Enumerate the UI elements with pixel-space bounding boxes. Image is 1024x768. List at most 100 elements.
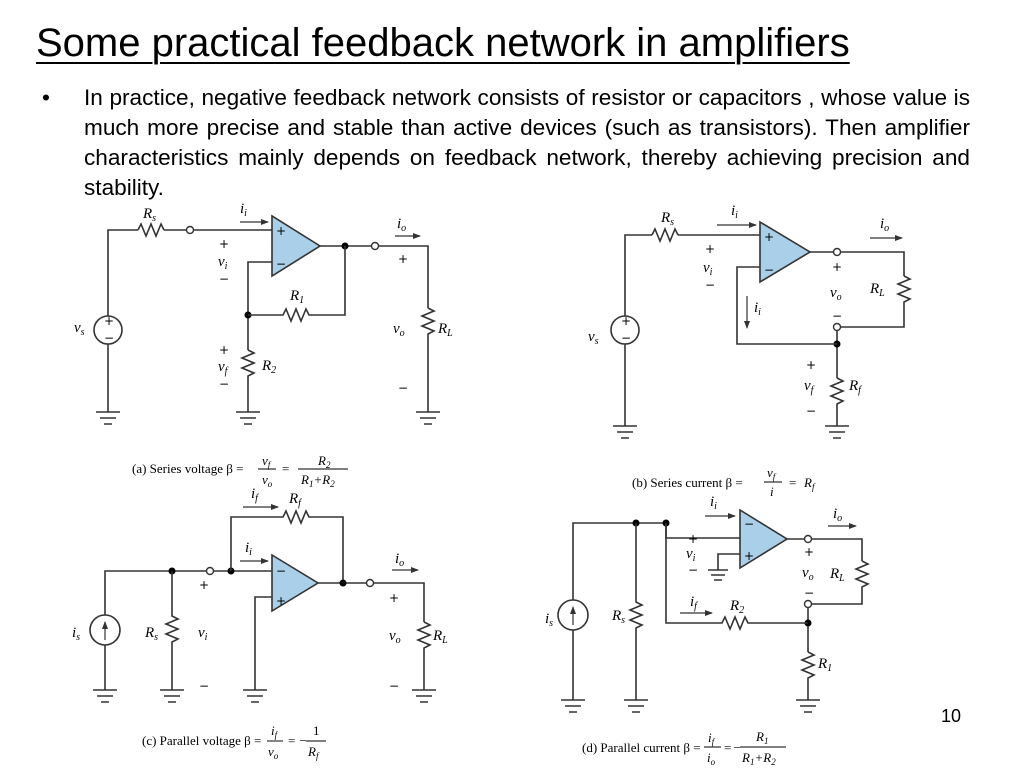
svg-text:−: − — [389, 679, 399, 693]
svg-text:if: if — [690, 594, 698, 612]
svg-text:vo: vo — [393, 321, 405, 339]
caption-b: (b) Series current β = — [632, 475, 743, 490]
svg-text:Rs: Rs — [144, 625, 158, 643]
svg-text:vs: vs — [74, 320, 85, 338]
svg-text:Rf: Rf — [848, 378, 862, 396]
svg-text:+: + — [276, 224, 286, 238]
svg-text:ii: ii — [710, 494, 717, 512]
svg-text:Rf: Rf — [803, 475, 816, 492]
svg-text:vo: vo — [262, 472, 273, 489]
svg-text:−: − — [276, 257, 286, 271]
svg-text:+: + — [806, 358, 816, 372]
svg-text:RL: RL — [869, 281, 885, 299]
svg-text:−: − — [219, 377, 229, 391]
voltage-source-vs — [93, 315, 123, 345]
svg-text:i: i — [770, 484, 774, 499]
op-amp-d — [739, 508, 789, 570]
svg-text:R1+R2: R1+R2 — [741, 750, 776, 767]
svg-text:+: + — [688, 532, 698, 546]
caption-c: (c) Parallel voltage β = — [142, 733, 261, 748]
svg-text:if: if — [708, 730, 716, 747]
svg-text:+: + — [219, 237, 229, 251]
svg-text:Rf: Rf — [288, 491, 302, 509]
svg-text:vi: vi — [686, 546, 696, 564]
circuit-d-parallel-current: − + ii io + vi − + vo − RL if R2 is Rs R… — [545, 494, 871, 767]
svg-text:ii: ii — [245, 540, 252, 558]
svg-text:=: = — [789, 475, 796, 490]
svg-text:1: 1 — [313, 723, 320, 738]
svg-text:−: − — [688, 563, 698, 577]
svg-text:R2: R2 — [729, 598, 744, 616]
svg-text:ii: ii — [731, 203, 738, 221]
page-number: 10 — [941, 706, 962, 726]
svg-text:is: is — [72, 625, 80, 643]
svg-text:+: + — [804, 545, 814, 559]
svg-text:+: + — [276, 594, 286, 608]
svg-text:ii: ii — [240, 201, 247, 219]
svg-text:if: if — [251, 486, 259, 504]
svg-text:−: − — [705, 278, 715, 292]
svg-text:R1: R1 — [755, 729, 768, 746]
svg-text:−: − — [764, 263, 774, 277]
svg-text:−: − — [744, 517, 754, 531]
svg-text:Rf: Rf — [307, 744, 320, 761]
svg-text:vi: vi — [703, 260, 713, 278]
svg-text:vf: vf — [262, 453, 272, 470]
svg-text:+: + — [744, 549, 754, 563]
op-amp-a — [271, 214, 322, 278]
bullet-text: In practice, negative feedback network c… — [84, 85, 970, 200]
svg-text:Rs: Rs — [142, 206, 156, 224]
caption-d: (d) Parallel current β = — [582, 740, 701, 755]
svg-text:Rs: Rs — [660, 210, 674, 228]
svg-text:+: + — [621, 314, 631, 328]
svg-text:vf: vf — [767, 465, 777, 482]
svg-text:−: − — [621, 331, 631, 345]
circuit-a-series-voltage: + − + − Rs ii io + vi − vs R1 + vf − R2 … — [74, 201, 453, 489]
caption-a: (a) Series voltage β = — [132, 461, 243, 476]
svg-text:−: − — [104, 331, 114, 345]
svg-text:R2: R2 — [261, 358, 276, 376]
svg-text:is: is — [545, 611, 553, 629]
svg-text:io: io — [397, 216, 406, 234]
svg-text:−: − — [276, 564, 286, 578]
circuit-c-parallel-voltage: − + if Rf ii io is Rs + vi − + vo − RL (… — [72, 486, 448, 761]
svg-text:Rs: Rs — [611, 608, 625, 626]
svg-text:−: − — [806, 404, 816, 418]
svg-text:+: + — [832, 260, 842, 274]
svg-text:io: io — [395, 551, 404, 569]
svg-text:RL: RL — [437, 321, 453, 339]
svg-text:+: + — [219, 343, 229, 357]
svg-text:+: + — [764, 230, 774, 244]
voltage-source-vs — [610, 315, 640, 345]
svg-text:=−: =− — [288, 733, 307, 748]
svg-text:io: io — [880, 216, 889, 234]
svg-text:=−: =− — [724, 740, 741, 755]
svg-text:RL: RL — [829, 566, 845, 584]
svg-text:io: io — [833, 506, 842, 524]
svg-text:+: + — [398, 252, 408, 266]
svg-text:RL: RL — [432, 628, 448, 646]
svg-text:ii: ii — [754, 300, 761, 318]
bullet-item: • In practice, negative feedback network… — [40, 83, 970, 203]
svg-text:vs: vs — [588, 329, 599, 347]
svg-text:R2: R2 — [317, 453, 331, 470]
svg-text:vf: vf — [804, 378, 815, 396]
svg-text:if: if — [271, 723, 279, 740]
bullet-marker: • — [42, 85, 50, 110]
svg-text:=: = — [282, 461, 289, 476]
svg-text:vf: vf — [218, 359, 229, 377]
svg-text:vo: vo — [830, 285, 842, 303]
svg-text:−: − — [398, 381, 408, 395]
svg-text:+: + — [705, 242, 715, 256]
svg-text:+: + — [389, 591, 399, 605]
op-amp-b — [759, 220, 812, 284]
svg-text:−: − — [199, 679, 209, 693]
svg-text:R1: R1 — [289, 288, 304, 306]
svg-text:vo: vo — [268, 744, 279, 761]
svg-text:+: + — [199, 578, 209, 592]
svg-text:vi: vi — [198, 625, 208, 643]
svg-text:vo: vo — [389, 628, 401, 646]
bullet-list: • In practice, negative feedback network… — [40, 83, 970, 203]
slide-title: Some practical feedback network in ampli… — [36, 21, 850, 65]
